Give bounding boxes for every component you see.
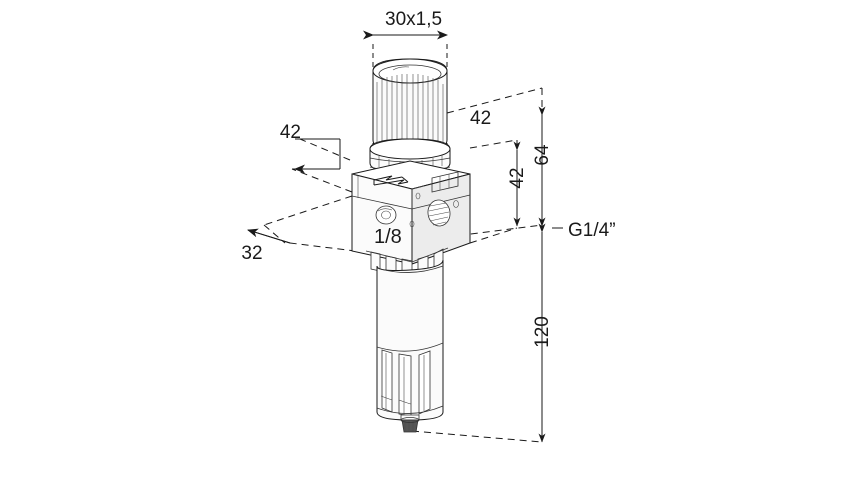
- drain-valve: [400, 414, 420, 433]
- dim-label-left-upper: 42: [280, 122, 301, 143]
- flow-direction-arrow: [373, 175, 409, 186]
- label-thread-g14: G1/4”: [568, 220, 616, 241]
- dimension-lines: [247, 106, 563, 443]
- label-port-1-8: 1/8: [374, 226, 402, 248]
- dim-label-right-outer: 64: [532, 144, 553, 166]
- regulator-body: [351, 160, 471, 265]
- dim-label-right-inner-callout: 42: [470, 108, 491, 129]
- dim-label-right-inner: 42: [507, 167, 528, 188]
- bowl-slots: [377, 342, 443, 415]
- port-1-8: [375, 205, 397, 225]
- dim-label-right-lower: 120: [532, 316, 553, 348]
- gauge-port: [427, 199, 451, 227]
- dim-label-top-thread: 30x1,5: [385, 9, 442, 30]
- dim-label-left-lower: 32: [241, 243, 262, 264]
- filter-bowl: [376, 259, 444, 421]
- locking-collar: [369, 138, 451, 174]
